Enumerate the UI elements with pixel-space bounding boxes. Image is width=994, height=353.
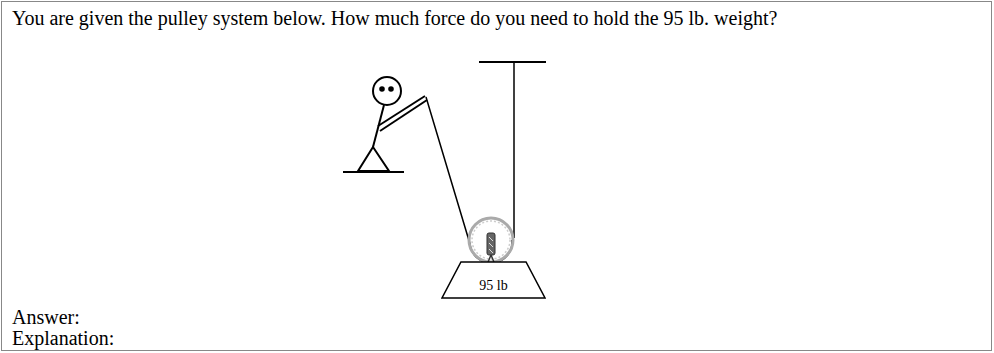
hook-chain xyxy=(487,233,495,262)
answer-label: Answer: xyxy=(12,306,80,329)
pull-rope xyxy=(426,97,512,263)
weight-label: 95 lb xyxy=(479,279,507,293)
weight-block: 95 lb xyxy=(441,261,546,299)
pulley-wheel xyxy=(469,218,513,262)
explanation-label: Explanation: xyxy=(12,327,114,350)
ceiling-bar xyxy=(479,61,546,63)
question-text: You are given the pulley system below. H… xyxy=(12,7,777,30)
stick-figure xyxy=(343,77,427,172)
support-rope xyxy=(513,62,515,238)
